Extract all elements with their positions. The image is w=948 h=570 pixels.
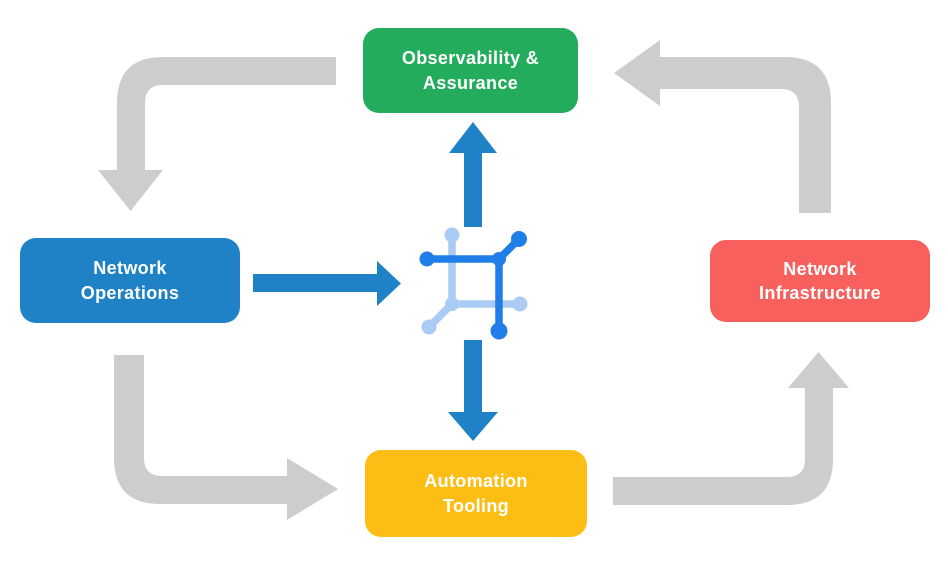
node-network-operations: Network Operations: [20, 238, 240, 323]
icon-node-dot-top: [444, 227, 460, 243]
node-network-infrastructure: Network Infrastructure: [710, 240, 930, 322]
icon-corner-node-light: [445, 297, 459, 311]
arrow-center-to-automation: [448, 340, 498, 441]
node-label-automation-tooling: Automation Tooling: [424, 471, 528, 516]
node-label-network-operations: Network Operations: [80, 258, 180, 303]
icon-node-dot-bottom-left: [421, 319, 437, 335]
network-fabric-icon: [419, 227, 528, 340]
arrow-operations-to-center: [253, 261, 401, 306]
icon-node-dot-left: [419, 251, 435, 267]
arrow-infrastructure-to-observability: [614, 40, 831, 213]
arrow-center-to-observability: [449, 122, 497, 227]
arrow-automation-to-infrastructure: [613, 352, 849, 505]
arrow-operations-to-automation: [114, 355, 338, 520]
node-automation-tooling: Automation Tooling: [365, 450, 587, 537]
node-observability-assurance: Observability & Assurance: [363, 28, 578, 113]
node-label-network-infrastructure: Network Infrastructure: [759, 258, 881, 303]
icon-node-dot-right: [512, 296, 528, 312]
icon-node-dot-bottom: [490, 322, 508, 340]
icon-node-dot-top-right: [511, 231, 527, 247]
node-label-observability-assurance: Observability & Assurance: [401, 48, 540, 93]
arrow-observability-to-operations: [98, 57, 336, 211]
icon-corner-node-dark: [492, 252, 506, 266]
